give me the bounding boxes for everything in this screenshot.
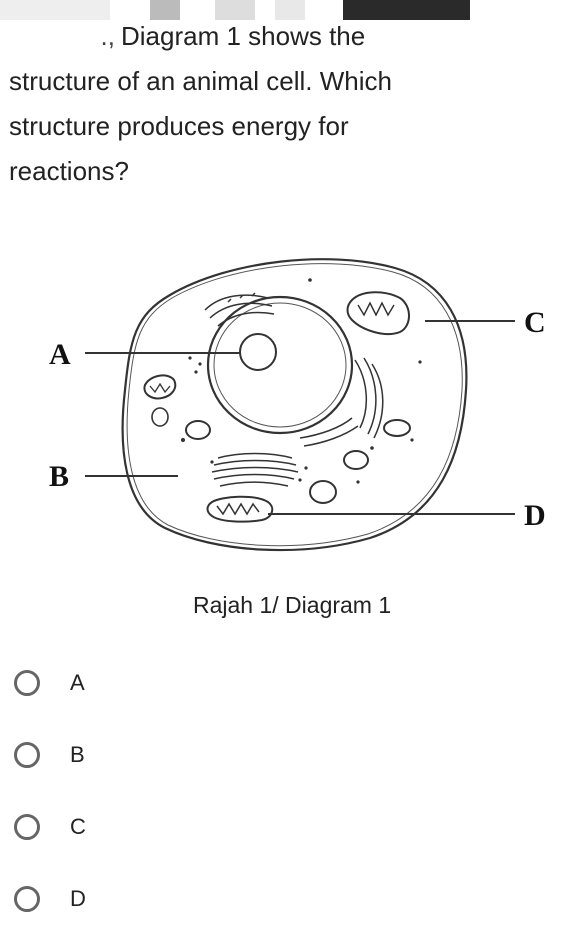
cell-membrane-inner (126, 263, 463, 547)
diagram-label-b: B (49, 460, 70, 493)
cell-membrane (121, 258, 468, 552)
golgi-apparatus (211, 452, 299, 487)
strip-segment-2 (150, 0, 180, 20)
strip-segment-4 (275, 0, 305, 20)
option-a[interactable]: A (14, 647, 314, 719)
vesicle-3 (383, 419, 411, 437)
diagram-label-d: D (524, 499, 546, 532)
mitochondrion-top-right (346, 291, 410, 336)
answer-options: A B C D (14, 647, 314, 935)
question-line-4: reactions? (9, 156, 129, 186)
radio-button-d[interactable] (14, 886, 40, 912)
mitochondrion-left (143, 374, 177, 400)
rough-endoplasmic-reticulum-top (204, 292, 275, 327)
nucleus-inner-envelope (213, 302, 347, 428)
question-line-1-text: Diagram 1 shows the (121, 21, 366, 51)
nucleus (206, 295, 354, 435)
rough-endoplasmic-reticulum-right (299, 357, 384, 447)
radio-button-c[interactable] (14, 814, 40, 840)
nucleolus (239, 333, 277, 371)
question-line-3: structure produces energy for (9, 111, 349, 141)
diagram-caption: Rajah 1/ Diagram 1 (193, 592, 392, 618)
option-a-label: A (70, 670, 85, 695)
option-b-label: B (70, 742, 85, 767)
option-d[interactable]: D (14, 863, 314, 935)
mitochondrion-bottom (206, 495, 274, 523)
option-c-label: C (70, 814, 86, 839)
radio-button-a[interactable] (14, 670, 40, 696)
vesicle-1 (185, 420, 211, 440)
ribosome-dots (181, 278, 422, 484)
option-c[interactable]: C (14, 791, 314, 863)
animal-cell-drawing (85, 258, 515, 552)
strip-segment-3 (215, 0, 255, 20)
strip-segment-5 (343, 0, 470, 20)
question-line-2: structure of an animal cell. Which (9, 66, 392, 96)
vesicle-4 (309, 480, 337, 504)
vesicle-5 (151, 407, 169, 427)
option-b[interactable]: B (14, 719, 314, 791)
strip-segment-1 (0, 0, 110, 20)
question-line-1: .,Diagram 1 shows the (9, 14, 479, 59)
cell-diagram: A B C D (0, 240, 585, 570)
diagram-label-a: A (49, 338, 71, 371)
option-d-label: D (70, 886, 86, 911)
vesicle-2 (343, 450, 369, 470)
diagram-label-c: C (524, 306, 546, 339)
question-text: .,Diagram 1 shows the structure of an an… (9, 14, 479, 194)
question-number-mark: ., (100, 21, 115, 51)
radio-button-b[interactable] (14, 742, 40, 768)
top-cropped-strip (0, 0, 585, 20)
